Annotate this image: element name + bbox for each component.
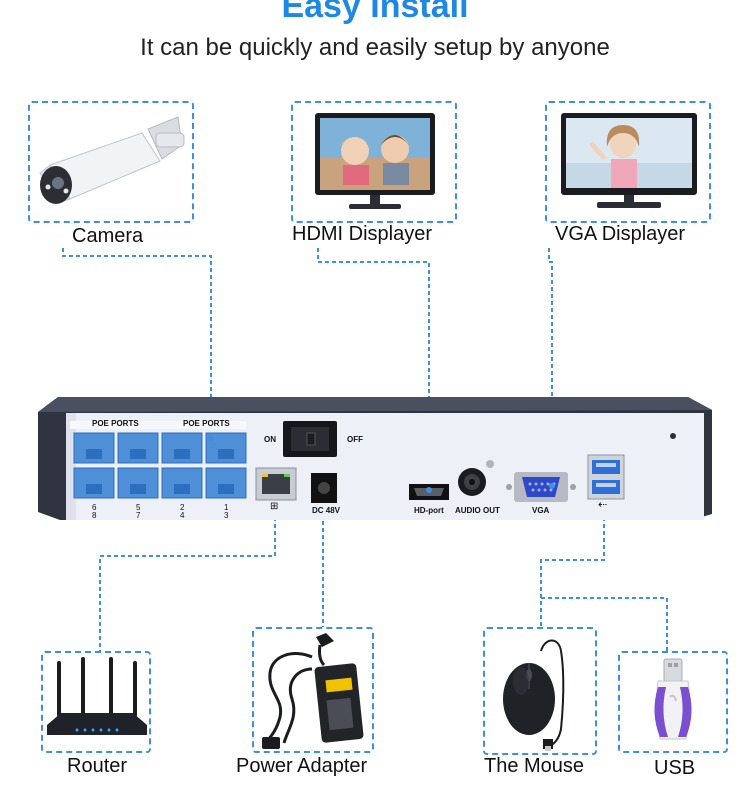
port-number-3: 3 <box>224 511 229 520</box>
port-number-4: 4 <box>180 511 185 520</box>
mouse-box <box>483 627 597 755</box>
mouse-label: The Mouse <box>484 755 585 777</box>
wire-usb <box>541 597 668 652</box>
hdmi-displayer-label: HDMI Displayer <box>292 223 433 245</box>
lan-port-icon: ⊞ <box>270 501 279 512</box>
usb-box <box>618 651 728 753</box>
vga-displayer-box <box>545 101 711 223</box>
wire-mouse <box>540 510 605 628</box>
page-title: Easy Install <box>281 0 469 25</box>
switch-off-label: OFF <box>347 435 363 444</box>
vga-port-label: VGA <box>532 506 550 515</box>
audio-out-label: AUDIO OUT <box>455 506 500 515</box>
router-icon <box>47 657 147 735</box>
power-adapter-icon <box>262 633 364 749</box>
power-adapter-label: Power Adapter <box>236 755 368 777</box>
wire-router <box>99 510 276 652</box>
usb-port-icon: ⇠ <box>598 499 608 511</box>
page-subtitle: It can be quickly and easily setup by an… <box>140 34 610 61</box>
power-adapter-box <box>252 627 374 753</box>
wire-hdmi <box>317 248 430 490</box>
poe-ports-label-a: POE PORTS <box>92 419 139 428</box>
camera-box <box>28 101 194 223</box>
router-box <box>41 651 151 753</box>
port-number-7: 7 <box>136 511 141 520</box>
usb-label: USB <box>654 757 696 779</box>
router-label: Router <box>67 755 128 777</box>
dc-power-label: DC 48V <box>312 506 341 515</box>
usb-drive-icon <box>654 658 692 740</box>
port-number-2: 2 <box>180 503 185 512</box>
wire-camera <box>62 248 212 438</box>
port-number-5: 5 <box>136 503 141 512</box>
hd-port-label: HD-port <box>414 506 444 515</box>
hdmi-displayer-box <box>291 101 457 223</box>
camera-label: Camera <box>72 225 144 247</box>
mouse-icon <box>503 639 565 751</box>
vga-displayer-label: VGA Displayer <box>555 223 686 245</box>
port-number-8: 8 <box>92 511 97 520</box>
bullet-camera-icon <box>39 116 185 204</box>
wire-vga <box>548 248 553 486</box>
port-number-6: 6 <box>92 503 97 512</box>
hdmi-monitor-icon <box>315 113 435 209</box>
poe-ports-label-b: POE PORTS <box>183 419 230 428</box>
port-number-1: 1 <box>224 503 229 512</box>
switch-on-label: ON <box>264 435 276 444</box>
vga-monitor-icon <box>561 113 697 208</box>
